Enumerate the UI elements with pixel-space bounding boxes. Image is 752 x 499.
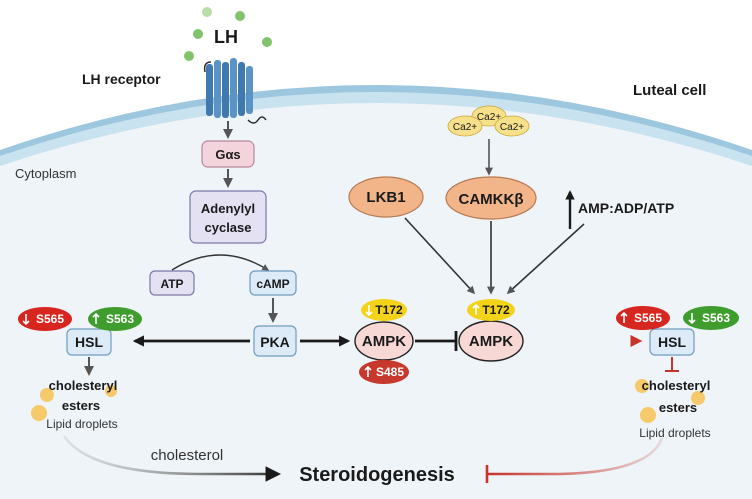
- lipid-droplets-right-label: Lipid droplets: [639, 426, 710, 440]
- camkkb-node: CAMKKβ: [445, 176, 537, 220]
- lipid-droplet-icon: [31, 385, 117, 421]
- lkb1-label: LKB1: [366, 189, 405, 206]
- ca-top-label: Ca2+: [477, 112, 501, 123]
- arrow-atp-to-camp: [171, 254, 270, 271]
- camp-node: cAMP: [249, 270, 297, 296]
- lh-receptor-label: LH receptor: [82, 71, 161, 87]
- s563-right-pill: S563: [683, 306, 739, 330]
- s563-right-label: S563: [702, 311, 730, 325]
- s563-left-pill: S563: [88, 307, 142, 331]
- amp-ratio-label: AMP:ADP/ATP: [578, 200, 674, 216]
- hsl-left-node: HSL: [66, 328, 112, 356]
- ampk-left-node: AMPK: [354, 321, 414, 361]
- g-alpha-s-label: Gαs: [215, 147, 240, 162]
- camp-label: cAMP: [256, 277, 289, 291]
- g-alpha-s-node: Gαs: [201, 140, 255, 168]
- lkb1-node: LKB1: [348, 176, 424, 218]
- lipid-droplet-icon: [635, 379, 705, 423]
- s485-label: S485: [376, 365, 404, 379]
- ca-right-label: Ca2+: [500, 122, 524, 133]
- hsl-right-node: HSL: [649, 328, 695, 356]
- pka-node: PKA: [253, 325, 297, 357]
- s485-pill: S485: [359, 360, 409, 384]
- ca-left-label: Ca2+: [453, 122, 477, 133]
- adenylyl-cyclase-node: Adenylyl cyclase: [189, 190, 267, 244]
- arrow-cholesterol-to-steroidogenesis: [62, 435, 282, 482]
- cholesterol-label: cholesterol: [151, 447, 224, 464]
- t172-left-pill: T172: [361, 299, 407, 321]
- adenylyl-label: Adenylyl: [201, 201, 255, 216]
- t172-right-label: T172: [482, 303, 510, 317]
- s565-left-label: S565: [36, 312, 64, 326]
- s563-left-label: S563: [106, 312, 134, 326]
- s565-right-pill: S565: [616, 306, 670, 330]
- ampk-right-node: AMPK: [458, 320, 524, 362]
- luteal-cell-label: Luteal cell: [633, 82, 706, 99]
- cyclase-label: cyclase: [205, 220, 252, 235]
- arrow-amp-ratio-to-ampk: [506, 223, 585, 295]
- gpcr-receptor-icon: [203, 58, 267, 124]
- ampk-left-label: AMPK: [362, 333, 406, 350]
- cytoplasm-label: Cytoplasm: [15, 166, 76, 181]
- pka-label: PKA: [260, 334, 290, 350]
- chol-esters-right-line1: cholesteryl: [642, 378, 711, 393]
- hsl-right-label: HSL: [658, 334, 686, 350]
- camkkb-label: CAMKKβ: [459, 191, 524, 208]
- lh-label: LH: [214, 27, 238, 47]
- lipid-droplets-left-label: Lipid droplets: [46, 417, 117, 431]
- chol-esters-left-line2: esters: [62, 398, 100, 413]
- chol-esters-right-line2: esters: [659, 400, 697, 415]
- s565-left-pill: S565: [18, 307, 72, 331]
- inhibit-right-to-steroidogenesis: [488, 437, 664, 476]
- steroidogenesis-label: Steroidogenesis: [299, 464, 455, 486]
- hsl-left-label: HSL: [75, 334, 103, 350]
- atp-label: ATP: [160, 277, 183, 291]
- atp-node: ATP: [149, 270, 195, 296]
- ligand-dot-icon: [184, 7, 272, 61]
- t172-left-label: T172: [375, 303, 403, 317]
- s565-right-label: S565: [634, 311, 662, 325]
- arrow-lkb1-to-ampk: [404, 217, 476, 295]
- ampk-right-label: AMPK: [469, 333, 513, 350]
- chol-esters-left-line1: cholesteryl: [49, 378, 118, 393]
- calcium-ions: Ca2+ Ca2+ Ca2+: [447, 105, 530, 137]
- t172-right-pill: T172: [467, 299, 515, 321]
